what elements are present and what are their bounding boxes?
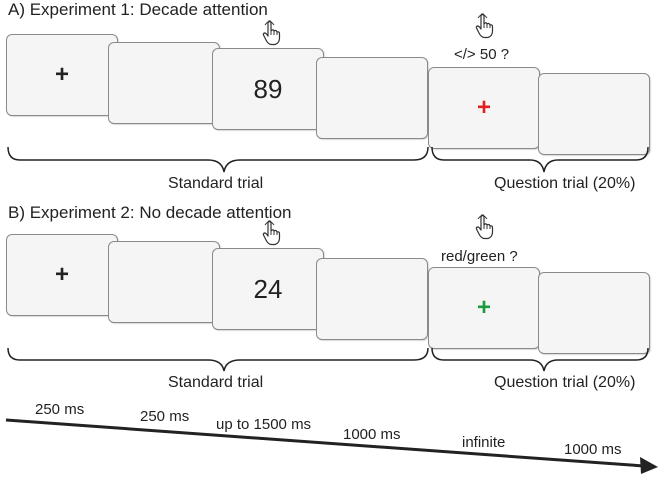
timeline-label-fixation: 250 ms — [35, 401, 85, 418]
exp1-standard-trial-label: Standard trial — [168, 175, 264, 192]
exp1-question-screen: + — [428, 67, 540, 149]
timeline-label-question: infinite — [462, 434, 506, 451]
exp1-blank-screen-2 — [316, 57, 428, 139]
exp2-question-text: red/green ? — [441, 248, 518, 265]
exp1-question-trial-label: Question trial (20%) — [494, 175, 636, 192]
fixation-cross: + — [54, 61, 69, 88]
timeline-label-blank-2: 1000 ms — [343, 426, 401, 443]
exp2-question-screen: + — [428, 267, 540, 349]
question-fixation-cross: + — [476, 94, 491, 121]
timeline-label-final: 1000 ms — [564, 441, 622, 458]
exp2-number-screen: 24 — [212, 248, 324, 330]
exp1-standard-brace — [7, 146, 429, 173]
exp2-standard-trial-label: Standard trial — [168, 374, 264, 391]
pointing-hand-icon — [475, 214, 494, 240]
number-stimulus: 24 — [253, 273, 283, 304]
number-stimulus: 89 — [253, 73, 283, 104]
exp1-number-screen: 89 — [212, 48, 324, 130]
question-fixation-cross: + — [476, 294, 491, 321]
exp2-final-blank-screen — [538, 272, 650, 354]
exp1-question-text: </> 50 ? — [454, 46, 510, 63]
exp2-blank-screen-2 — [316, 258, 428, 340]
timeline-label-number: up to 1500 ms — [216, 416, 312, 433]
fixation-cross: + — [54, 261, 69, 288]
pointing-hand-icon — [262, 20, 281, 46]
exp1-question-brace — [431, 146, 649, 173]
exp2-standard-brace — [7, 347, 429, 372]
timeline-arrow-line — [5, 418, 645, 468]
pointing-hand-icon — [475, 13, 494, 39]
exp2-question-trial-label: Question trial (20%) — [494, 374, 636, 391]
exp1-title: A) Experiment 1: Decade attention — [8, 0, 268, 19]
exp2-blank-screen-1 — [108, 241, 220, 323]
exp2-question-brace — [431, 347, 649, 372]
pointing-hand-icon — [262, 220, 281, 246]
timeline-arrow-head — [640, 457, 658, 474]
exp2-fixation-screen: + — [6, 234, 118, 316]
exp2-title: B) Experiment 2: No decade attention — [8, 203, 292, 222]
exp1-final-blank-screen — [538, 73, 650, 155]
timeline-label-blank: 250 ms — [140, 408, 190, 425]
